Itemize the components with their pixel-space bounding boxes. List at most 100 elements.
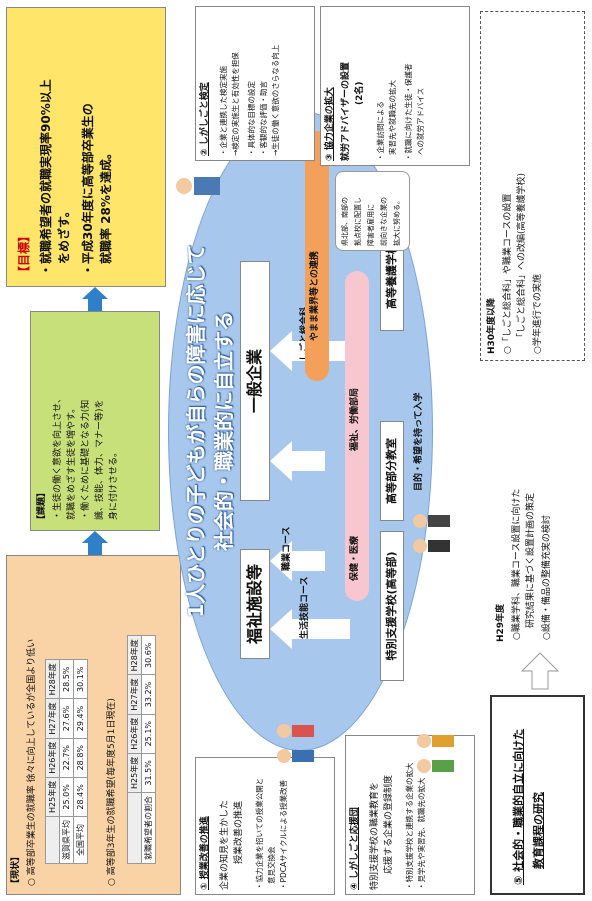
section-5-title-1: ⑤ 社会的・職業的自立に向けた [512,728,525,885]
general-company-box: 一般企業 [240,261,270,501]
bubble-line-1: 県北部、南部の [341,197,349,246]
section-work-test: ② しがしごと検定 ・企業と連携した検定実施 →検定の実施生と有効性を担保 ・具… [195,6,315,161]
main-title-line-1: 1人ひとりの子どもが自らの障害に応じて [184,244,208,618]
arrow-right-icon [520,652,560,690]
section-3-line-1: ・企業訪問による [376,101,385,161]
arrow-right-icon [82,287,108,311]
table-cell: 30.6% [141,635,156,675]
table-cell: 25.1% [141,714,156,754]
goal-line-3: ・平成30年度に高等部卒業生の [81,103,95,276]
table-cell: 28.8% [73,738,88,778]
course-arrow-icon [270,541,325,581]
section-2-line-3: ・具体的な目標の設定 [247,81,256,156]
branch-class-box: 高等部分教室 [380,421,404,521]
table-header-cell: H25年度 [127,753,142,793]
section-1-line-3: ・協力企業を招いての授業公開と [255,777,264,890]
issues-line-5: 身に付けさせる。 [109,447,119,520]
issues-heading: 【課題】 [37,487,47,524]
goal-line-1: ・就職希望者の就職実現率90%以上 [39,79,53,276]
arrow-right-icon [82,531,108,555]
section-lesson-improvement: ① 授業改善の推進 企業の知見を生かした 授業改善の推進 ・協力企業を招いての授… [195,757,335,895]
table-cell: 29.4% [73,698,88,739]
table-cell: 33.2% [141,674,156,715]
issues-box: 【課題】 ・生徒の働く意欲を向上させ、 就職をめざす生徒を増やす。 ・働くために… [30,311,160,531]
table-cell: 全国平均 [73,816,88,864]
table-cell: 28.4% [73,777,88,817]
course-arrow-icon [270,441,325,481]
bubble-line-4: 前向きな企業の [380,197,388,246]
section-curriculum-research: ⑤ 社会的・職業的自立に向けた 教育課程の研究 [490,695,585,895]
welfare-labor-label: 福祉、労働部局 [350,387,360,451]
table-cell: 28.5% [59,659,74,699]
section-1-line-2: 授業改善の推進 [234,800,244,864]
table-cell: 31.5% [141,753,156,793]
issues-line-3: ・働くために基礎となる力(知 [81,399,91,520]
section-5-title-2: 教育課程の研究 [532,792,545,869]
section-4-line-2: 応援する企業の登録制度 [384,774,394,874]
table-cell: 滋賀県平均 [59,816,74,864]
section-2-line-4: ・客観的な評価・助言 [259,81,268,156]
status-item-2: ○ 高等部3年生の就職希望(毎年度5月1日現在) [107,698,117,886]
section-3-subtitle-1: 就労アドバイザーの設置 [341,61,351,161]
bubble-line-3: 障害者雇用に [367,204,375,246]
table-header-cell: H26年度 [45,738,60,778]
section-2-line-1: ・企業と連携した検定実施 [219,66,228,156]
table-cell: 就職希望者の割合 [141,792,156,864]
h30-line-3: ○学年進行での実施 [533,274,543,354]
table-header-cell: H28年度 [127,635,142,675]
bubble-line-2: 拠点校に配置し [354,197,362,246]
status-box: 【現状】 ○ 高等部卒業生の就職率 徐々に向上しているが全国より低い H25年度… [6,555,181,895]
entry-label: 目的・希望を持って入学 [414,392,424,491]
table-cell: 22.7% [59,738,74,778]
section-4-line-3: ・特別支援学校と連携する企業の拡大 [405,762,414,891]
section-1-title: ① 授業改善の推進 [200,816,210,890]
welfare-facility-box: 福祉施設等 [240,549,270,659]
h30-line-1: ○「しごと総合科」や職業コースの設置 [503,193,513,354]
section-2-line-5: →生徒の働く意欲のさらなる向上 [271,44,280,156]
goal-line-2: をめざす。 [57,205,71,264]
section-4-line-1: 特別支援学校の職業教育を [370,781,380,890]
advisor-bubble: 県北部、南部の 拠点校に配置し 障害者雇用に 前向きな企業の 拡大に努める。 [335,171,410,251]
h29-line-2: 研究結果に基づく設置計画の策定 [526,492,536,628]
table-cell: 30.1% [73,659,88,699]
section-1-line-1: 企業の知見を生かした [220,799,230,890]
table-header-cell: H27年度 [45,698,60,739]
status-item-1: ○ 高等部卒業生の就職率 徐々に向上しているが全国より低い [27,638,37,886]
industry-cooperation-label: やまま業界等との連携 [310,251,320,341]
section-3-line-2: 実習先や就職先の拡大 [388,80,397,155]
health-medical-label: 保健・医療 [350,535,360,581]
table-cell: 25.0% [59,777,74,817]
section-1-line-4: 意見交換会 [267,846,276,885]
section-4-line-4: ・見学先や実習先、就職先の拡大 [417,777,426,891]
section-partner-companies: ③ 協力企業の拡大 就労アドバイザーの設置 (2名) ・企業訪問による 実習先や… [320,6,470,166]
vocational-course-label: 職業コース [282,526,292,571]
section-3-title: ③ 協力企業の拡大 [325,87,335,161]
issues-line-4: 識、技能、体力、マナー等)を [95,399,105,520]
table-header-cell: H27年度 [127,674,142,715]
course-arrow-icon [270,609,350,649]
section-1-line-5: ・PDCAサイクルによる授業改善 [279,779,288,890]
section-3-line-4: への就労アドバイス [416,87,425,155]
goal-box: 【目標】 ・就職希望者の就職実現率90%以上 をめざす。 ・平成30年度に高等部… [6,7,166,287]
status-heading: 【現状】 [11,851,21,888]
h29-heading: H29年度 [496,603,506,642]
student-guardian-icon [413,514,450,553]
h30-plan: H30年度以降 ○「しごと総合科」や職業コースの設置 「しごと総合科」への改編(… [480,11,585,361]
table-header-cell [45,816,60,864]
supporters-icon [417,734,454,773]
section-3-line-3: ・就職に向けた生徒・保護者 [404,63,413,162]
table-header-cell [127,792,142,864]
worker-icon [176,177,220,195]
goal-line-4: 就職率 28%を達成。 [99,147,113,264]
table-cell: 27.6% [59,698,74,739]
issues-line-2: 就職をめざす生徒を増やす。 [67,403,77,520]
section-4-title: ④ しがしごと応援団 [350,807,360,890]
goal-heading: 【目標】 [17,229,31,278]
h30-line-2: 「しごと総合科」への改編(高等養護学校) [517,172,527,342]
h30-heading: H30年度以降 [487,297,497,354]
h29-line-3: ○設備・備品の整備充実の検討 [542,515,552,640]
table-header-cell: H28年度 [45,659,60,699]
issues-line-1: ・生徒の働く意欲を向上させ、 [53,393,63,520]
